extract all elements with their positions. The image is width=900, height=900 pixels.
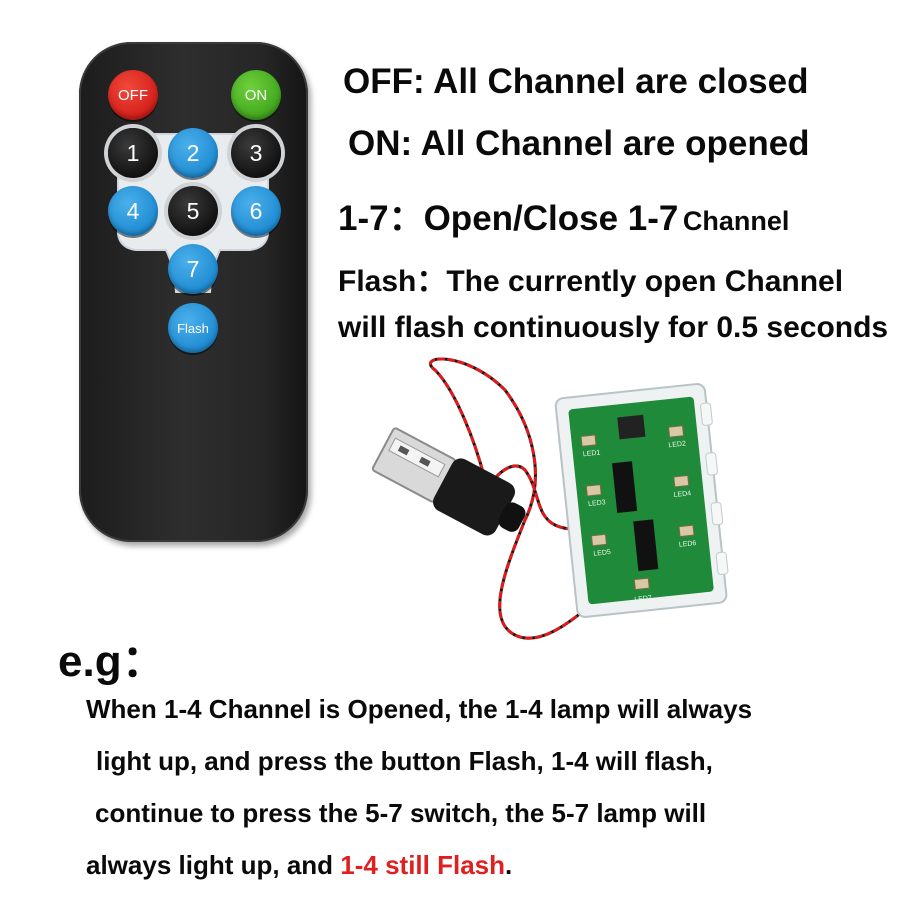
channel-7-label: 7	[186, 255, 200, 282]
channel-6-button[interactable]: 6	[231, 186, 281, 236]
led-controller-photo: LED1 LED2 LED3 LED4 LED5 LED6 LED7	[371, 357, 729, 640]
example-highlight: 1-4 still Flash	[340, 850, 506, 880]
channel-2-button[interactable]: 2	[168, 128, 218, 178]
example-line-1: When 1-4 Channel is Opened, the 1-4 lamp…	[86, 694, 753, 724]
flash-button[interactable]: Flash	[168, 303, 218, 353]
flash-instruction-line-2: will flash continuously for 0.5 seconds	[338, 311, 889, 344]
channel-1-label: 1	[126, 139, 140, 166]
channel-5-label: 5	[186, 197, 200, 224]
range-instruction-main: 1-7：Open/Close 1-7	[338, 199, 679, 238]
led-label: LED6	[679, 540, 697, 549]
on-instruction: ON: All Channel are opened	[348, 124, 810, 163]
range-instruction-suffix: Channel	[682, 206, 790, 236]
example-line-4-text: always light up, and	[86, 850, 334, 880]
example-line-2: light up, and press the button Flash, 1-…	[96, 746, 713, 776]
led-label: LED4	[673, 490, 691, 499]
controller-board: LED1 LED2 LED3 LED4 LED5 LED6 LED7	[554, 383, 729, 618]
example-heading: e.g：	[58, 637, 166, 686]
channel-4-label: 4	[126, 197, 140, 224]
led-label: LED7	[634, 595, 652, 604]
channel-1-button[interactable]: 1	[108, 128, 158, 178]
channel-3-label: 3	[249, 139, 263, 166]
flash-button-label: Flash	[177, 320, 209, 336]
channel-4-button[interactable]: 4	[108, 186, 158, 236]
example-line-4: always light up, and 1-4 still Flash.	[86, 850, 512, 881]
off-instruction: OFF: All Channel are closed	[343, 62, 809, 101]
on-button-label: ON	[244, 86, 268, 104]
channel-3-button[interactable]: 3	[231, 128, 281, 178]
range-instruction: 1-7：Open/Close 1-7 Channel	[338, 190, 789, 241]
flash-instruction-line-1: Flash：The currently open Channel	[338, 265, 844, 298]
example-line-4-end: .	[505, 850, 513, 880]
channel-2-label: 2	[186, 139, 200, 166]
off-button[interactable]: OFF	[108, 70, 158, 120]
led-label: LED2	[668, 440, 686, 449]
channel-7-button[interactable]: 7	[168, 244, 218, 294]
usb-plug	[371, 427, 526, 536]
led-label: LED3	[588, 499, 606, 508]
off-button-label: OFF	[118, 86, 148, 104]
on-button[interactable]: ON	[231, 70, 281, 120]
led-label: LED1	[583, 449, 601, 458]
led-label: LED5	[593, 549, 611, 558]
channel-6-label: 6	[249, 197, 263, 224]
channel-5-button[interactable]: 5	[168, 186, 218, 236]
example-line-3: continue to press the 5-7 switch, the 5-…	[95, 798, 707, 828]
